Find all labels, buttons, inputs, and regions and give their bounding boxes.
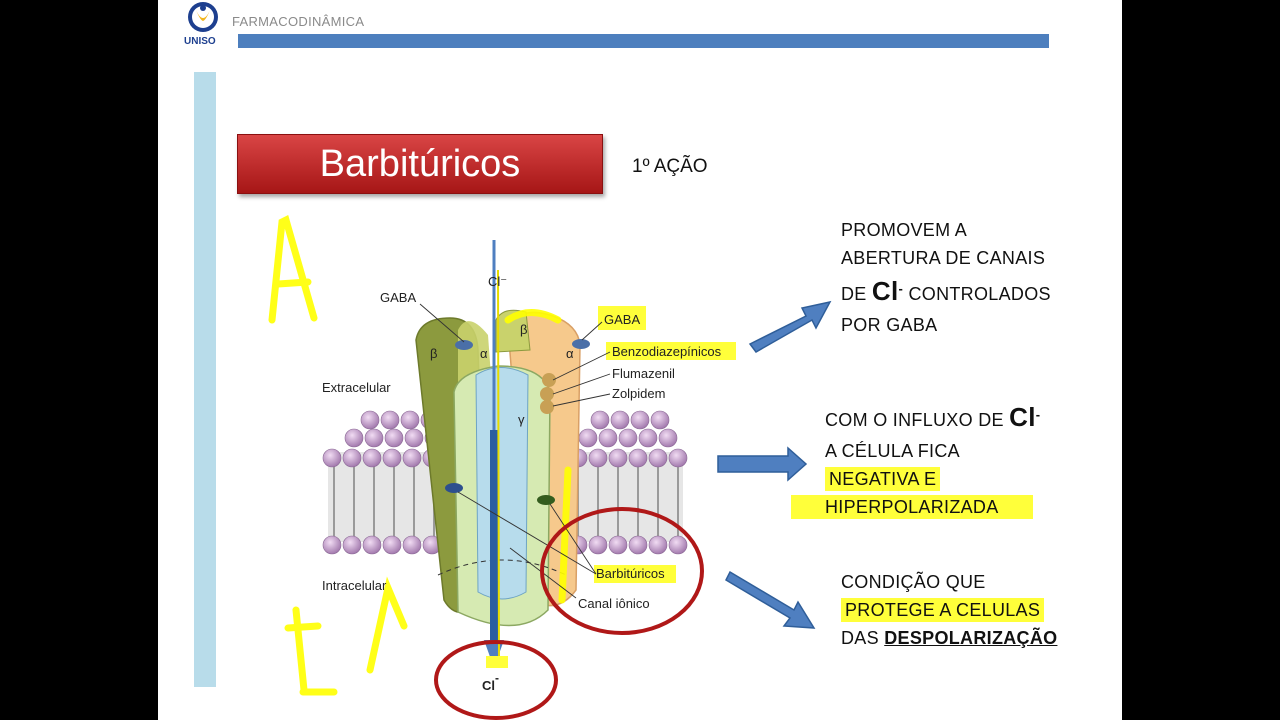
chloride-bottom-highlight: [486, 656, 508, 668]
title-box: Barbitúricos: [237, 134, 603, 194]
gaba-highlight: [598, 306, 646, 330]
annotation-scribbles: [268, 214, 572, 696]
side-bar: [194, 72, 216, 687]
gamma-label: γ: [518, 412, 525, 427]
benzo-highlight: [606, 342, 736, 360]
alpha-label-2: α: [566, 346, 574, 361]
gaba-label-left: GABA: [380, 290, 416, 305]
benzodiazepine-label: Benzodiazepínicos: [612, 344, 722, 359]
zolpidem-label: Zolpidem: [612, 386, 665, 401]
note-2: COM O INFLUXO DE Cl- A CÉLULA FICA NEGAT…: [791, 398, 1040, 521]
beta-label-1: β: [430, 346, 437, 361]
barbituricos-highlight: [594, 565, 676, 583]
receptor-channel: β α β α γ: [415, 240, 590, 668]
note-3: CONDIÇÃO QUE PROTEGE A CELULAS DAS DESPO…: [841, 572, 1058, 648]
extracellular-label: Extracelular: [322, 380, 391, 395]
beta-label-2: β: [520, 322, 527, 337]
chloride-bottom-label: Cl-: [482, 671, 499, 693]
section-title: FARMACODINÂMICA: [232, 14, 365, 29]
slide-title: Barbitúricos: [319, 142, 521, 185]
action-label: 1º AÇÃO: [632, 156, 708, 177]
gaba-label-right: GABA: [604, 312, 640, 327]
flumazenil-label: Flumazenil: [612, 366, 675, 381]
arrow-to-note-3: [725, 570, 816, 629]
intracellular-label: Intracelular: [322, 578, 387, 593]
barbiturates-label: Barbitúricos: [596, 566, 665, 581]
arrows: [717, 300, 832, 629]
chloride-top-label: Cl⁻: [488, 274, 507, 289]
uniso-logo-icon: [188, 2, 218, 32]
header-bar: [238, 34, 1049, 48]
logo-text: UNISO: [184, 36, 216, 47]
note-1: PROMOVEM A ABERTURA DE CANAIS DE Cl- CON…: [841, 220, 1051, 335]
gaba-receptor-diagram: β α β α γ: [268, 214, 832, 720]
barbiturates-circle: [540, 507, 704, 635]
ion-channel-label: Canal iônico: [578, 596, 650, 611]
arrow-to-note-1: [748, 300, 832, 353]
alpha-label-1: α: [480, 346, 488, 361]
arrow-to-note-2: [717, 446, 808, 482]
slide: UNISO FARMACODINÂMICA Barbitúricos 1º AÇ…: [158, 0, 1122, 720]
chloride-circle: [434, 640, 558, 720]
